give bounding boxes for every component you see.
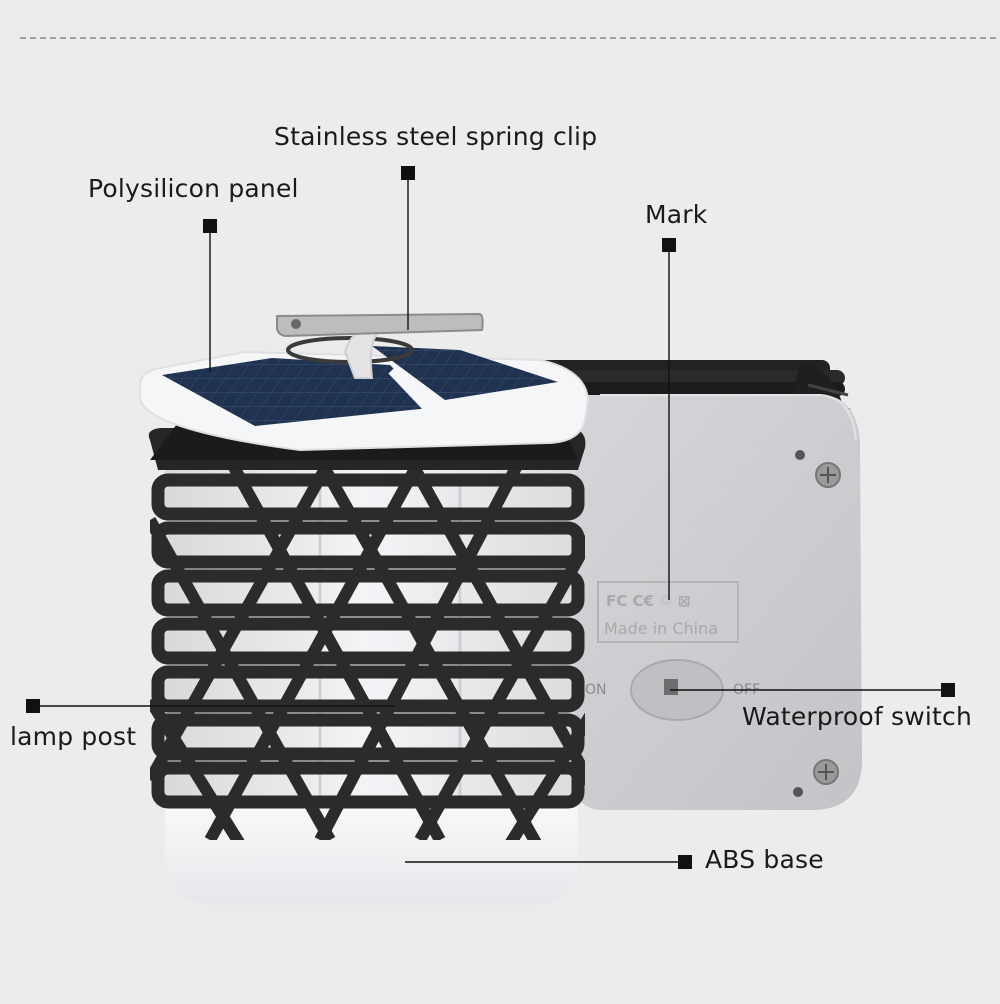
label-waterproof-switch: Waterproof switch	[742, 702, 973, 731]
back-fins	[530, 360, 853, 470]
screw-top	[815, 462, 841, 488]
origin-mark: Made in China	[604, 619, 718, 638]
marker-switch	[941, 683, 955, 697]
marker-base	[678, 855, 692, 869]
spring-clip	[275, 312, 484, 379]
cert-mark: FC C€ ♲ ⊠	[606, 592, 690, 610]
front-lantern	[139, 312, 590, 905]
callout-lines	[33, 174, 948, 863]
solar-panel-right	[372, 346, 558, 400]
label-mark: Mark	[645, 200, 708, 229]
label-polysilicon-panel: Polysilicon panel	[88, 174, 299, 203]
label-spring-clip: Stainless steel spring clip	[274, 122, 598, 151]
back-housing	[530, 395, 862, 810]
screw-bottom	[813, 759, 839, 785]
mark-box	[597, 581, 739, 643]
back-unit: FC C€ ♲ ⊠ Made in China ON OFF	[530, 360, 862, 810]
marker-mark	[662, 238, 676, 252]
switch-knob	[664, 679, 678, 695]
marker-lamp-post	[26, 699, 40, 713]
marker-clip	[401, 166, 415, 180]
callout-markers	[26, 166, 955, 869]
abs-base	[165, 790, 578, 905]
label-abs-base: ABS base	[705, 845, 824, 874]
label-lamp-post: lamp post	[10, 722, 137, 751]
marker-panel	[203, 219, 217, 233]
vent-hole	[795, 450, 805, 460]
cage-diagonals	[150, 470, 585, 840]
switch-on-label: ON	[585, 682, 607, 698]
